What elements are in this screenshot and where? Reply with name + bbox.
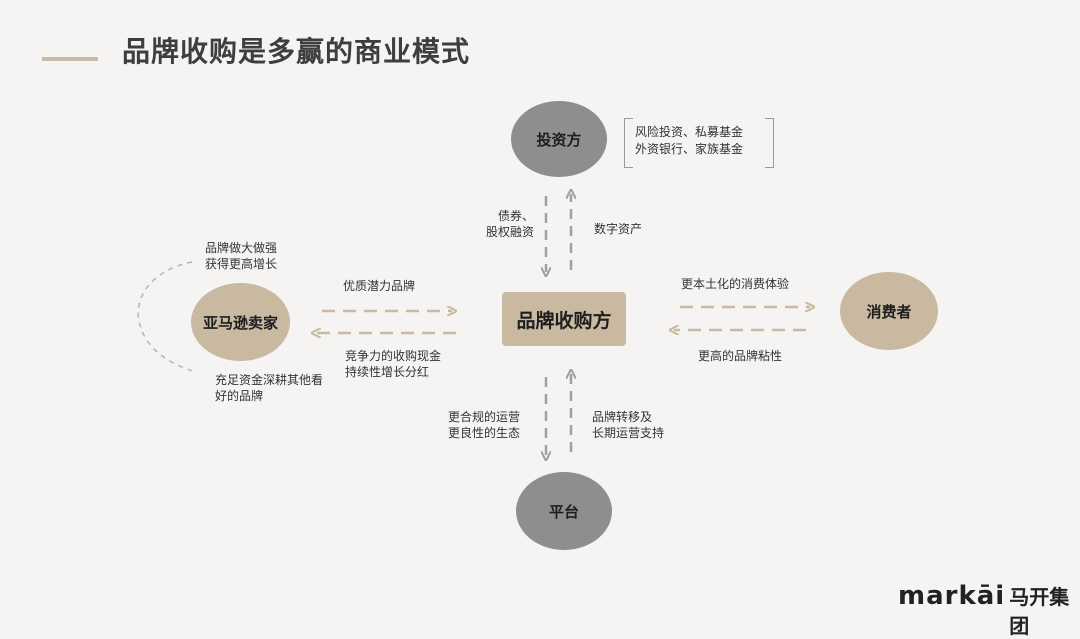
label-brand-loyalty: 更高的品牌粘性 (698, 349, 783, 363)
label-seller-growth-line-1: 品牌做大做强 (205, 241, 278, 255)
label-localized-experience: 更本土化的消费体验 (681, 277, 790, 291)
brand-acquirer-node: 品牌收购方 (502, 292, 626, 346)
logo-chinese: 马开集团 (1009, 585, 1070, 638)
consumer-node: 消费者 (840, 272, 938, 350)
label-seller-funds-line-1: 充足资金深耕其他看 (215, 373, 324, 387)
company-logo: markāi 马开集团 (898, 581, 1080, 639)
label-seller-funds-line-2: 好的品牌 (215, 389, 264, 403)
title-accent-bar (42, 57, 98, 61)
label-compliant-operations: 更合规的运营 更良性的生态 (430, 409, 520, 441)
label-acquisition-cash-line-1: 竞争力的收购现金 (345, 349, 442, 363)
label-acquisition-cash-line-2: 持续性增长分红 (345, 365, 430, 379)
label-brand-transfer-line-1: 品牌转移及 (592, 410, 653, 424)
label-seller-growth-line-2: 获得更高增长 (205, 257, 278, 271)
label-quality-brands: 优质潜力品牌 (343, 279, 416, 293)
platform-node: 平台 (516, 472, 612, 550)
investor-examples-box: 风险投资、私募基金 外资银行、家族基金 (624, 117, 774, 169)
label-bonds-line-1: 债券、 (497, 209, 534, 223)
label-seller-growth: 品牌做大做强 获得更高增长 (205, 240, 277, 272)
seller-cycle-arc (137, 261, 197, 373)
logo-english: markāi (898, 581, 1006, 611)
investor-examples-line-2: 外资银行、家族基金 (635, 142, 744, 156)
investor-node: 投资方 (511, 101, 607, 177)
label-acquisition-cash: 竞争力的收购现金 持续性增长分红 (345, 348, 441, 380)
label-bonds-line-2: 股权融资 (485, 225, 534, 239)
label-compliant-line-2: 更良性的生态 (447, 426, 520, 440)
label-bonds-equity: 债券、 股权融资 (470, 208, 534, 240)
label-seller-funds: 充足资金深耕其他看 好的品牌 (215, 372, 323, 404)
amazon-seller-node: 亚马逊卖家 (191, 283, 290, 361)
page-title: 品牌收购是多赢的商业模式 (122, 35, 471, 68)
investor-examples-line-1: 风险投资、私募基金 (635, 125, 744, 139)
label-brand-transfer: 品牌转移及 长期运营支持 (592, 409, 664, 441)
label-brand-transfer-line-2: 长期运营支持 (592, 426, 665, 440)
arrows-layer (137, 0, 1080, 615)
label-compliant-line-1: 更合规的运营 (447, 410, 520, 424)
label-digital-assets: 数字资产 (594, 222, 643, 236)
